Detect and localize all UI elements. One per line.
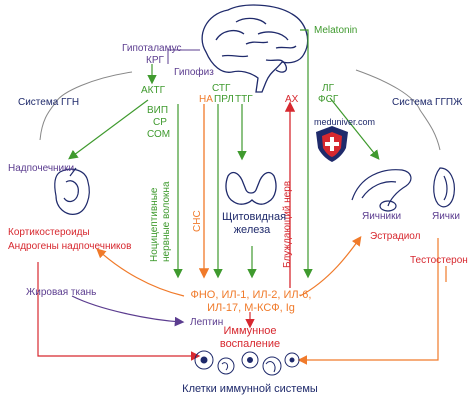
vagus-label: Блуждающий нерв: [282, 180, 293, 268]
fsg-label: ФСГ: [318, 94, 339, 105]
ovary-icon: [351, 169, 412, 212]
aktg-label: АКТГ: [141, 85, 166, 96]
hypophysis-label: Гипофиз: [174, 67, 214, 78]
estradiol-label: Эстрадиол: [370, 231, 421, 242]
brain-icon: [201, 4, 309, 93]
system-ggn-arc: [39, 71, 133, 141]
vip-label: ВИП: [147, 105, 169, 116]
inflammation-line2: воспаление: [219, 338, 281, 350]
adipose-to-leptin-arrow: [71, 295, 185, 327]
som-label: СОМ: [147, 129, 171, 140]
thyroid-label-line2: железа: [233, 224, 271, 236]
stg-label: СТГ: [212, 83, 231, 94]
hypothalamus-label: Гипоталамус: [122, 43, 182, 54]
immune-cells-icon: [194, 350, 300, 376]
meduniver-logo-icon: [316, 126, 348, 162]
testosterone-label: Тестостерон: [410, 255, 468, 266]
sr-label: СР: [153, 117, 167, 128]
site-label: meduniver.com: [314, 117, 376, 127]
adrenals-label: Надпочечники: [8, 163, 75, 174]
immune-cells-label: Клетки иммунной системы: [182, 383, 318, 395]
aktg-to-adrenals-arrow: [68, 99, 149, 160]
adipose-label: Жировая ткань: [26, 287, 97, 298]
hypothalamus-connector: [167, 49, 200, 64]
estradiol-to-immune-arrow: [297, 238, 439, 365]
nociceptive-label: Ноцицептивные: [149, 187, 160, 262]
na-label: НА: [199, 94, 213, 105]
corticosteroids-label: Кортикостероиды: [8, 227, 90, 238]
melatonin-arrow: [300, 29, 313, 279]
system-ggn-label: Система ГГН: [18, 97, 80, 108]
ovaries-label: Яичники: [362, 211, 402, 222]
testis-icon: [433, 167, 455, 208]
cytokines-to-estradiol-arrow: [299, 236, 362, 297]
adrenal-gland-icon: [54, 167, 90, 215]
cytokines-to-corticosteroids-arrow: [96, 248, 185, 297]
ttg-label: ТТГ: [235, 94, 253, 105]
melatonin-label: Melatonin: [314, 25, 358, 36]
krg-label: КРГ: [146, 55, 164, 66]
leptin-label: Лептин: [190, 317, 224, 328]
lg-label: ЛГ: [322, 83, 334, 94]
system-ggpzh-arc: [355, 69, 441, 151]
nerve-fibers-label: нервные волокна: [161, 181, 172, 262]
system-ggpzh-label: Система ГГПЖ: [392, 97, 463, 108]
adrenal-androgens-label: Андрогены надпочечников: [8, 241, 132, 252]
prl-label: ПРЛ: [214, 94, 234, 105]
sns-label: СНС: [192, 210, 203, 232]
thyroid-label-line1: Щитовидная: [222, 211, 287, 223]
cytokines-line1: ФНО, ИЛ-1, ИЛ-2, ИЛ-6,: [190, 289, 312, 301]
ah-label: АХ: [285, 94, 299, 105]
corticosteroids-to-immune-arrow: [37, 262, 201, 361]
cytokines-line2: ИЛ-17, М-КСФ, Ig: [207, 302, 295, 314]
testes-label: Яички: [432, 211, 460, 222]
lg-fsg-to-ovaries-arrow: [329, 97, 380, 160]
thyroid-gland-icon: [225, 171, 277, 205]
inflammation-line1: Иммунное: [223, 325, 277, 337]
